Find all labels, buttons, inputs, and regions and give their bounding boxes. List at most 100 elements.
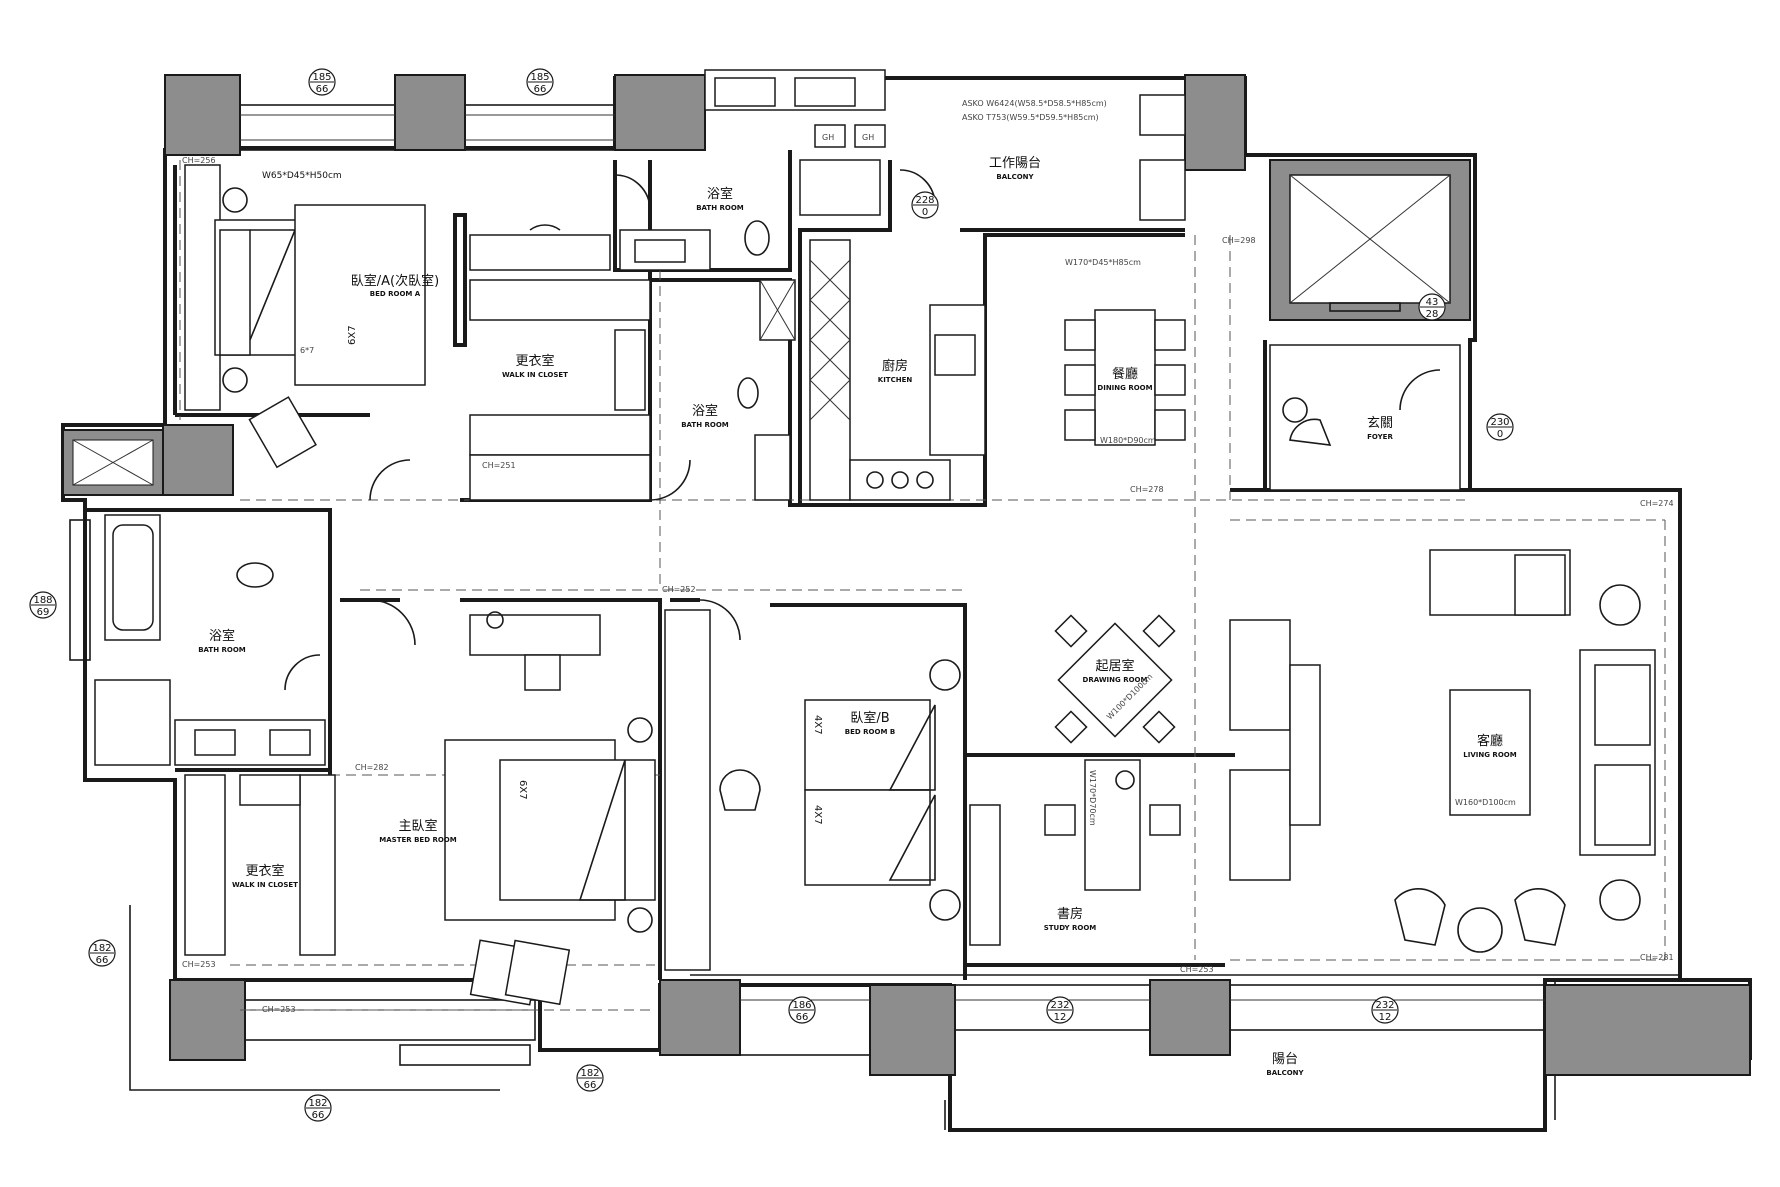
balcony-work-en: BALCONY: [996, 173, 1034, 181]
bathroom-mid: 浴室 BATH ROOM: [681, 279, 796, 501]
ceiling-height-label: CH=281: [1640, 953, 1674, 962]
drawing-label: 起居室: [1095, 658, 1134, 674]
bath-top-label: 浴室: [707, 186, 733, 202]
ceiling-height-labels: CH=256CH=298CH=251CH=278CH=274CH=252CH=2…: [182, 156, 1674, 1014]
window-tag-top: 228: [915, 195, 934, 206]
window-tag-top: 182: [580, 1068, 599, 1079]
shaft-left: [62, 429, 164, 496]
dining-en: DINING ROOM: [1097, 384, 1152, 392]
column-3: [614, 74, 706, 151]
gh-label-2: GH: [862, 133, 874, 142]
living-room: 客廳 LIVING ROOM W160*D100cm: [1229, 549, 1656, 953]
ceiling-height-label: CH=253: [1180, 965, 1214, 974]
window-tag-top: 182: [92, 943, 111, 954]
window-tag-bottom: 66: [584, 1080, 597, 1091]
column-8: [1149, 979, 1231, 1056]
bath-mid-label: 浴室: [692, 403, 718, 419]
kitchen-label: 廚房: [882, 358, 908, 374]
window-tag-top: 188: [33, 595, 52, 606]
ceiling-height-label: CH=252: [662, 585, 696, 594]
bathroom-left: 浴室 BATH ROOM: [94, 514, 326, 766]
closet-top-label: 更衣室: [515, 353, 554, 369]
balcony-work: 工作陽台 BALCONY: [989, 156, 1041, 181]
ceiling-height-label: CH=298: [1222, 236, 1256, 245]
ceiling-height-label: CH=251: [482, 461, 516, 470]
column-4: [1184, 74, 1246, 171]
bath-mid-en: BATH ROOM: [681, 421, 729, 429]
window-tag-top: 182: [308, 1098, 327, 1109]
bedroom-a-label: 臥室/A(次臥室): [351, 273, 439, 289]
window-tags: 1856618566228043282300188691826618266182…: [29, 68, 1514, 1122]
window-tag-bottom: 66: [96, 955, 109, 966]
column-6: [169, 979, 246, 1061]
column-5: [162, 424, 234, 496]
window-tag-bottom: 0: [1497, 429, 1503, 440]
dining: 餐廳 DINING ROOM W180*D90cm W170*D45*H85cm: [1064, 258, 1186, 446]
bed-a-rot: 6X7: [347, 325, 358, 345]
window-tag-bottom: 66: [312, 1110, 325, 1121]
asko-dryer-note: ASKO T753(W59.5*D59.5*H85cm): [962, 113, 1099, 122]
walk-in-closet-top: 更衣室 WALK IN CLOSET: [453, 213, 651, 501]
ceiling-height-label: CH=256: [182, 156, 216, 165]
balcony-main-en: BALCONY: [1266, 1069, 1304, 1077]
window-tag-bottom: 66: [534, 84, 547, 95]
bath-top-en: BATH ROOM: [696, 204, 744, 212]
foyer-label: 玄關: [1367, 416, 1393, 431]
bedroom-a: W65*D45*H50cm 臥室/A(次臥室) BED ROOM A 6*7 6…: [184, 164, 439, 469]
master-bedroom: 主臥室 MASTER BED ROOM 6X7: [379, 611, 656, 1006]
window-tag-bottom: 66: [796, 1012, 809, 1023]
study-room: 書房 STUDY ROOM W170*D70cm: [969, 759, 1181, 946]
drawing-room: 起居室 DRAWING ROOM W100*D100cm: [1054, 614, 1176, 744]
window-tag-top: 232: [1375, 1000, 1394, 1011]
bath-left-label: 浴室: [209, 628, 235, 644]
balcony-main: 陽台 BALCONY: [1266, 1052, 1304, 1077]
window-tag-top: 232: [1050, 1000, 1069, 1011]
doors: [284, 169, 1441, 691]
bedroom-a-en: BED ROOM A: [370, 290, 421, 298]
bed-a-size: 6*7: [300, 346, 314, 355]
bedroom-b: 臥室/B BED ROOM B 4X7 4X7: [664, 609, 961, 971]
bathroom-top: 浴室 BATH ROOM: [619, 159, 881, 271]
closet-top-en: WALK IN CLOSET: [502, 371, 568, 379]
foyer: 玄關 FOYER: [1269, 344, 1461, 491]
bed-b1-size: 4X7: [812, 715, 823, 735]
window-tag-bottom: 28: [1426, 309, 1439, 320]
master-en: MASTER BED ROOM: [379, 836, 456, 844]
window-tag-top: 43: [1426, 297, 1439, 308]
asko-washer-note: ASKO W6424(W58.5*D58.5*H85cm): [962, 99, 1107, 108]
column-1: [164, 74, 241, 156]
closet-bottom-en: WALK IN CLOSET: [232, 881, 298, 889]
dining-label: 餐廳: [1112, 366, 1138, 382]
balcony-main-label: 陽台: [1272, 1052, 1298, 1067]
living-label: 客廳: [1477, 733, 1503, 749]
bedroom-b-label: 臥室/B: [850, 710, 889, 726]
bath-left-en: BATH ROOM: [198, 646, 246, 654]
window-tag-top: 230: [1490, 417, 1509, 428]
window-tag-top: 185: [530, 72, 549, 83]
master-label: 主臥室: [398, 818, 437, 834]
walk-in-closet-bottom: 更衣室 WALK IN CLOSET: [184, 774, 336, 956]
window-tag-bottom: 12: [1379, 1012, 1392, 1023]
kitchen-counter-note: W170*D45*H85cm: [1065, 258, 1141, 267]
bed-master-size: 6X7: [517, 780, 528, 800]
bed-b2-size: 4X7: [812, 805, 823, 825]
window-tag-bottom: 66: [316, 84, 329, 95]
foyer-en: FOYER: [1367, 433, 1393, 441]
study-desk-note: W170*D70cm: [1088, 770, 1097, 826]
column-7: [659, 979, 741, 1056]
drawing-en: DRAWING ROOM: [1083, 676, 1148, 684]
ceiling-height-label: CH=274: [1640, 499, 1674, 508]
ceiling-height-label: CH=253: [262, 1005, 296, 1014]
dining-table-note: W180*D90cm: [1100, 436, 1156, 445]
elevator: [1289, 174, 1451, 312]
